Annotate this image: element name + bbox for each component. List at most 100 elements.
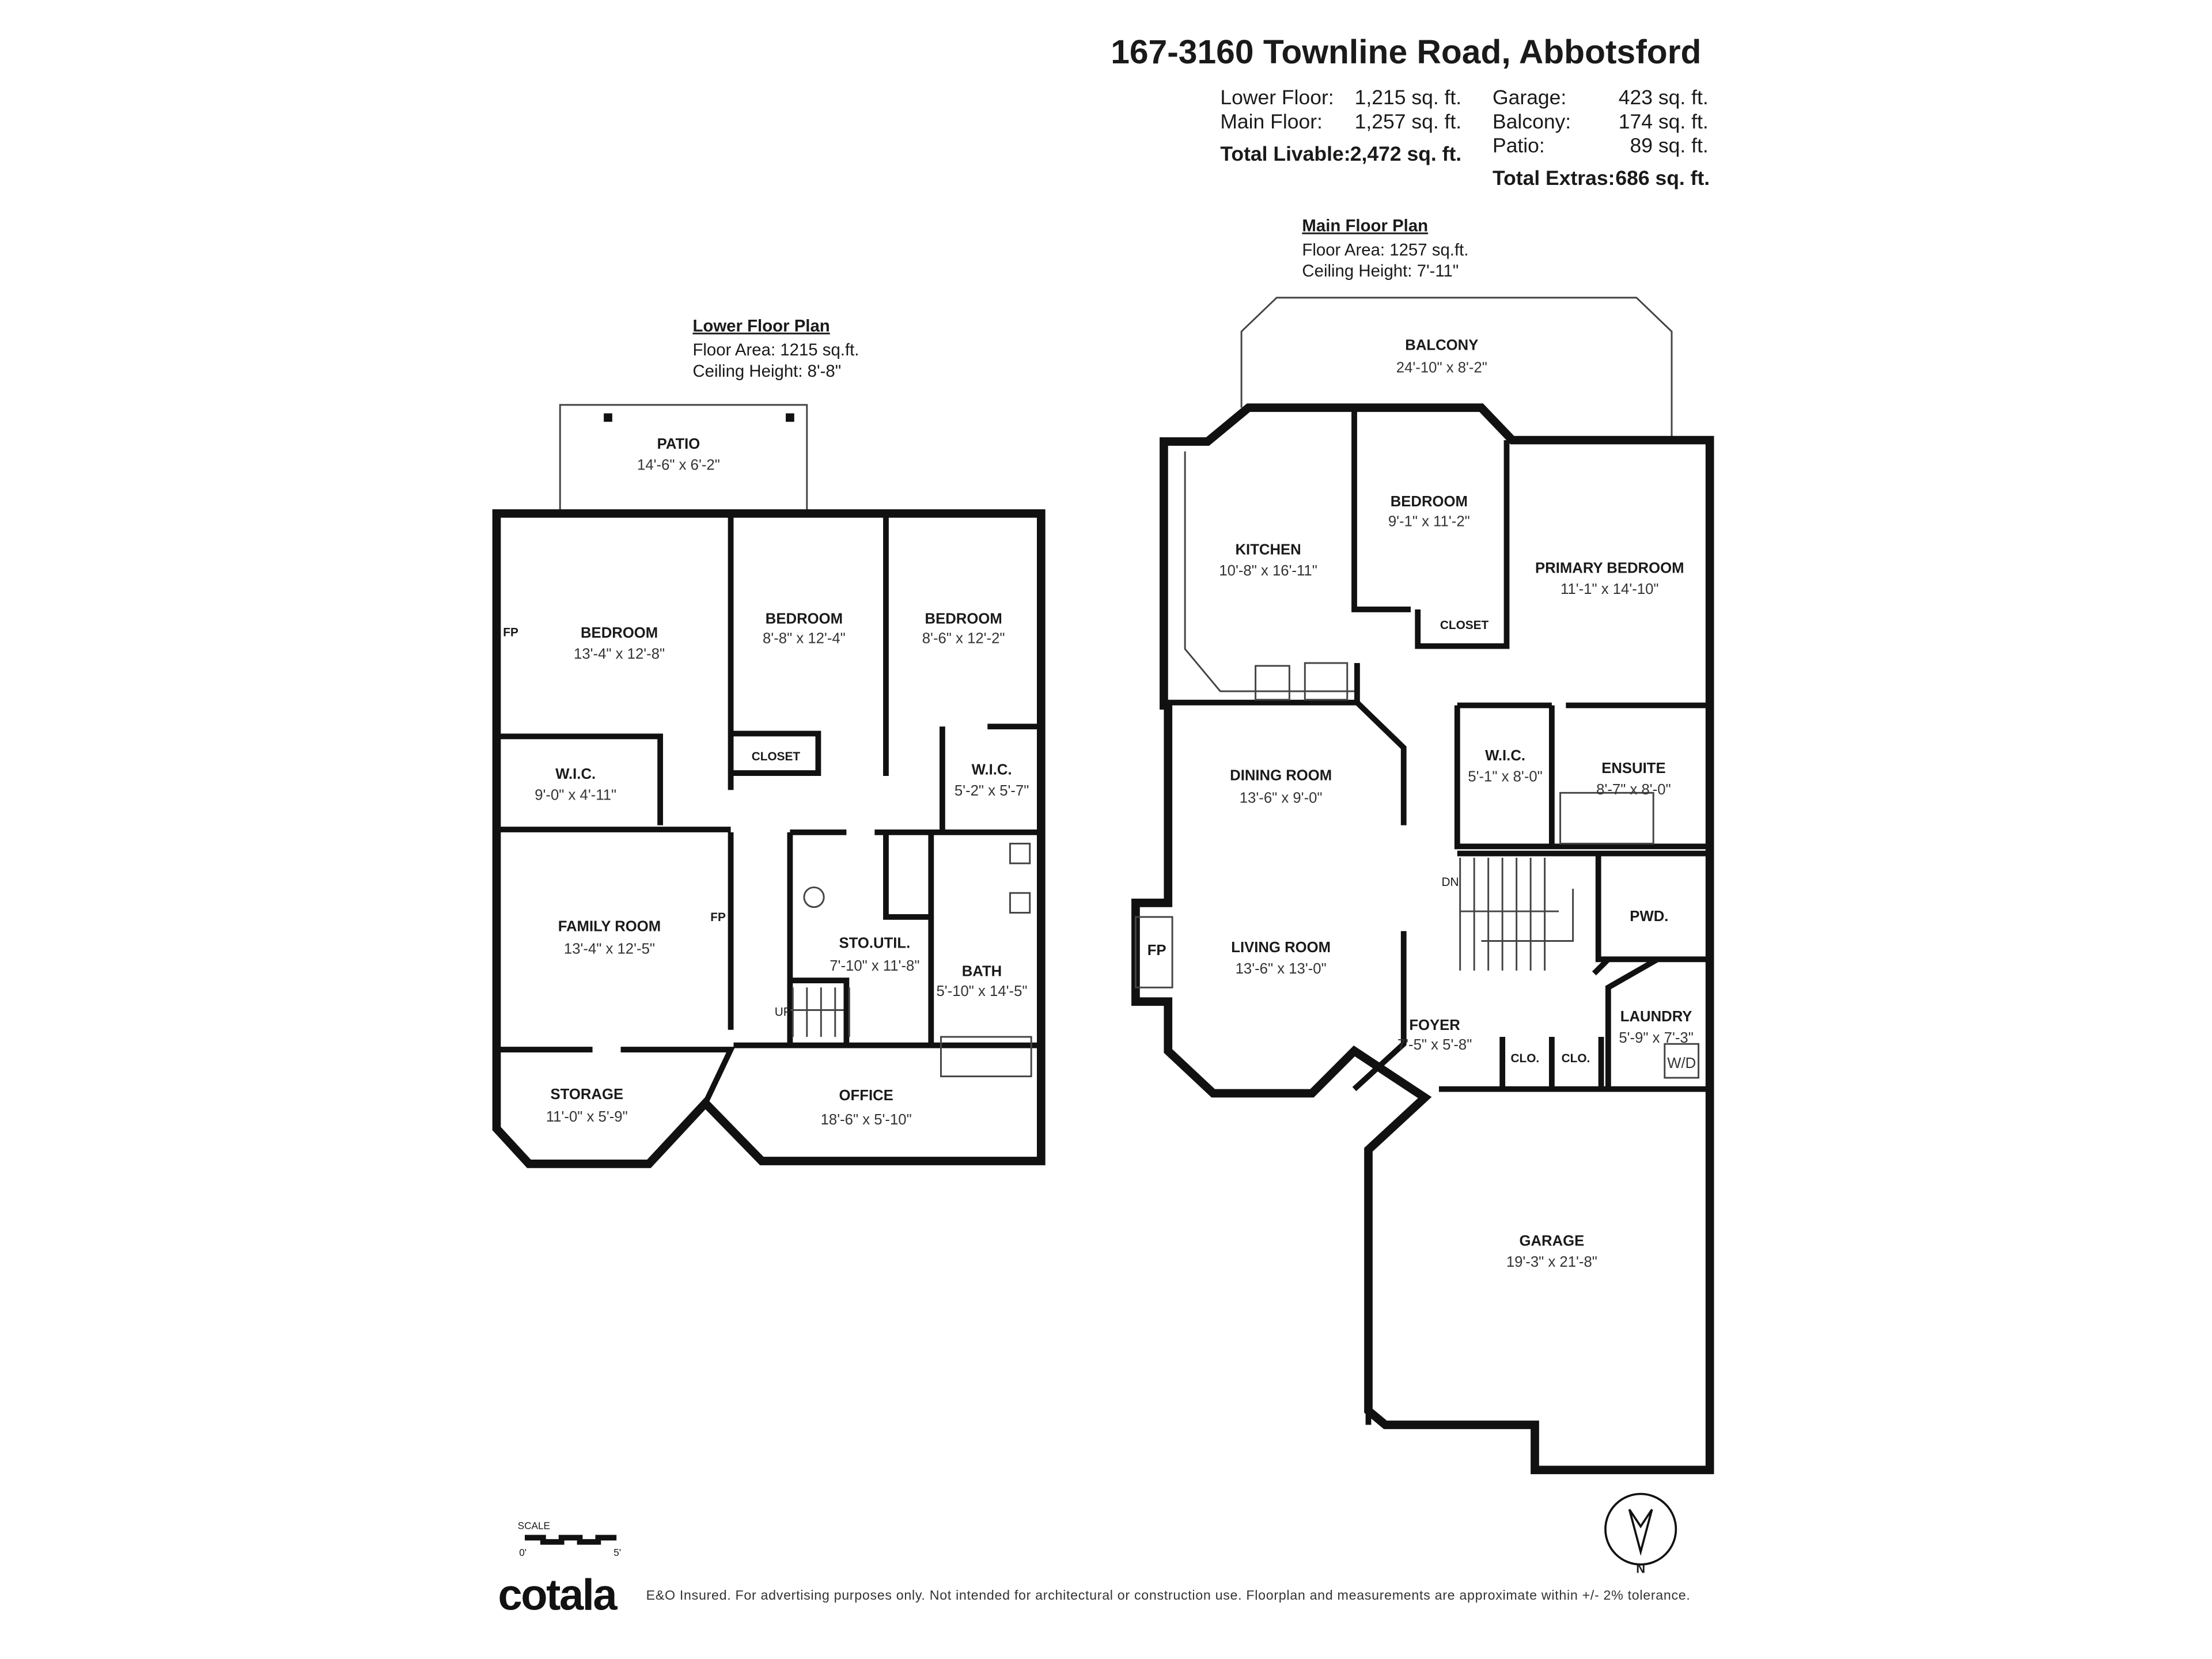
stat-label: Garage: xyxy=(1493,86,1566,109)
scale-label: SCALE xyxy=(518,1520,550,1532)
lower-floor-ceiling: Ceiling Height: 8'-8" xyxy=(692,362,841,381)
room-dims: 8'-7" x 8'-0" xyxy=(1596,782,1671,798)
stat-label: Lower Floor: xyxy=(1220,86,1334,109)
room-name: PRIMARY BEDROOM xyxy=(1535,560,1684,576)
room-dims: 18'-6" x 5'-10" xyxy=(821,1112,912,1128)
stat-value: 1,215 sq. ft. xyxy=(1355,86,1462,109)
fireplace-label: FP xyxy=(710,911,726,924)
sink xyxy=(1009,892,1031,914)
lower-floor-area: Floor Area: 1215 sq.ft. xyxy=(692,340,859,359)
post-marker xyxy=(604,413,612,422)
stairs-down-label: DN xyxy=(1442,876,1459,889)
room-dims: 8'-8" x 12'-4" xyxy=(763,631,846,647)
bathtub xyxy=(940,1036,1032,1078)
room-name: LIVING ROOM xyxy=(1231,940,1331,956)
kitchen-counter xyxy=(1184,451,1355,692)
lower-floor-plan: Lower Floor Plan Floor Area: 1215 sq.ft.… xyxy=(492,317,1046,1168)
main-floor-plan: Main Floor Plan Floor Area: 1257 sq.ft. … xyxy=(1131,217,1714,1475)
room-name: STO.UTIL. xyxy=(839,935,910,952)
north-arrow-icon xyxy=(1628,1509,1653,1556)
room-name: BEDROOM xyxy=(925,611,1002,627)
stairs xyxy=(790,987,850,1037)
room-name: LAUNDRY xyxy=(1620,1009,1692,1025)
room-name: GARAGE xyxy=(1519,1233,1584,1249)
room-name: ENSUITE xyxy=(1601,760,1665,777)
lower-floor-heading: Lower Floor Plan xyxy=(692,317,830,336)
stat-label: Patio: xyxy=(1493,134,1545,157)
room-name: DINING ROOM xyxy=(1230,767,1332,783)
room-dims: 9'-1" x 11'-2" xyxy=(1388,513,1470,529)
total-livable-value: 2,472 sq. ft. xyxy=(1350,142,1461,165)
main-floor-heading: Main Floor Plan xyxy=(1302,217,1428,236)
stairs xyxy=(1459,857,1574,971)
room-dims: 7'-5" x 5'-8" xyxy=(1397,1037,1472,1053)
stove xyxy=(1255,665,1290,701)
room-dims: 11'-0" x 5'-9" xyxy=(546,1109,628,1125)
stat-value: 174 sq. ft. xyxy=(1619,110,1709,133)
post-marker xyxy=(786,413,794,422)
main-floor-ceiling: Ceiling Height: 7'-11" xyxy=(1302,262,1459,281)
main-interior-walls xyxy=(1164,409,1710,1425)
patio-outline xyxy=(559,404,808,511)
room-dims: 8'-6" x 12'-2" xyxy=(922,631,1005,647)
scale-start: 0' xyxy=(519,1547,527,1558)
balcony-outline xyxy=(1240,297,1673,441)
cotala-logo: cotala xyxy=(498,1570,618,1619)
room-name: W.I.C. xyxy=(972,762,1012,778)
total-extras-value: 686 sq. ft. xyxy=(1615,166,1710,190)
room-dims: 24'-10" x 8'-2" xyxy=(1396,360,1487,376)
scale-end: 5' xyxy=(613,1547,621,1558)
main-floor-area: Floor Area: 1257 sq.ft. xyxy=(1302,240,1468,259)
room-name: BEDROOM xyxy=(581,625,658,641)
lower-interior-walls xyxy=(497,513,1041,1105)
closet-label: CLOSET xyxy=(1440,619,1489,632)
stat-value: 423 sq. ft. xyxy=(1619,86,1709,109)
room-name: BATH xyxy=(962,964,1002,980)
room-name: OFFICE xyxy=(839,1088,893,1104)
powder-room-label: PWD. xyxy=(1630,908,1668,925)
property-address-title: 167-3160 Townline Road, Abbotsford xyxy=(1111,33,1701,71)
room-dims: 13'-6" x 9'-0" xyxy=(1240,790,1323,806)
washer-dryer-label: W/D xyxy=(1667,1055,1696,1071)
room-dims: 5'-9" x 7'-3" xyxy=(1619,1030,1694,1046)
room-name: FAMILY ROOM xyxy=(558,918,661,934)
stat-label: Balcony: xyxy=(1493,110,1571,133)
fireplace-label: FP xyxy=(503,626,518,639)
fireplace xyxy=(1134,916,1173,988)
room-dims: 13'-4" x 12'-5" xyxy=(564,941,655,957)
room-dims: 13'-4" x 12'-8" xyxy=(574,646,665,662)
room-dims: 9'-0" x 4'-11" xyxy=(535,787,616,804)
water-heater xyxy=(803,886,825,908)
stat-value: 89 sq. ft. xyxy=(1630,134,1709,157)
room-name: W.I.C. xyxy=(555,766,596,782)
room-dims: 13'-6" x 13'-0" xyxy=(1236,961,1327,977)
total-extras-label: Total Extras: xyxy=(1493,166,1615,190)
north-compass: N xyxy=(1604,1493,1677,1576)
room-dims: 19'-3" x 21'-8" xyxy=(1506,1254,1597,1270)
compass-north-label: N xyxy=(1636,1562,1645,1576)
room-dims: 5'-2" x 5'-7" xyxy=(955,783,1029,799)
stairs-up-label: UP xyxy=(775,1005,791,1018)
room-name: FOYER xyxy=(1409,1017,1460,1033)
total-livable-label: Total Livable: xyxy=(1220,142,1350,165)
stat-label: Main Floor: xyxy=(1220,110,1323,133)
room-name: KITCHEN xyxy=(1236,541,1301,558)
room-name: BALCONY xyxy=(1405,337,1478,353)
room-dims: 10'-8" x 16'-11" xyxy=(1219,563,1317,579)
shower xyxy=(1559,791,1654,844)
room-dims: 5'-1" x 8'-0" xyxy=(1468,769,1543,785)
disclaimer: E&O Insured. For advertising purposes on… xyxy=(646,1588,1690,1603)
stat-value: 1,257 sq. ft. xyxy=(1355,110,1462,133)
main-exterior-wall xyxy=(1131,403,1714,1475)
room-name: BEDROOM xyxy=(766,611,843,627)
washer-dryer xyxy=(1664,1043,1700,1079)
room-name: STORAGE xyxy=(550,1086,623,1103)
room-name: PATIO xyxy=(657,436,700,452)
room-dims: 7'-10" x 11'-8" xyxy=(830,958,919,974)
fireplace-label: FP xyxy=(1147,942,1166,959)
room-dims: 14'-6" x 6'-2" xyxy=(637,457,720,474)
room-dims: 5'-10" x 14'-5" xyxy=(936,983,1027,999)
area-summary: Lower Floor: 1,215 sq. ft. Main Floor: 1… xyxy=(1220,86,1710,190)
room-name: BEDROOM xyxy=(1391,494,1468,510)
